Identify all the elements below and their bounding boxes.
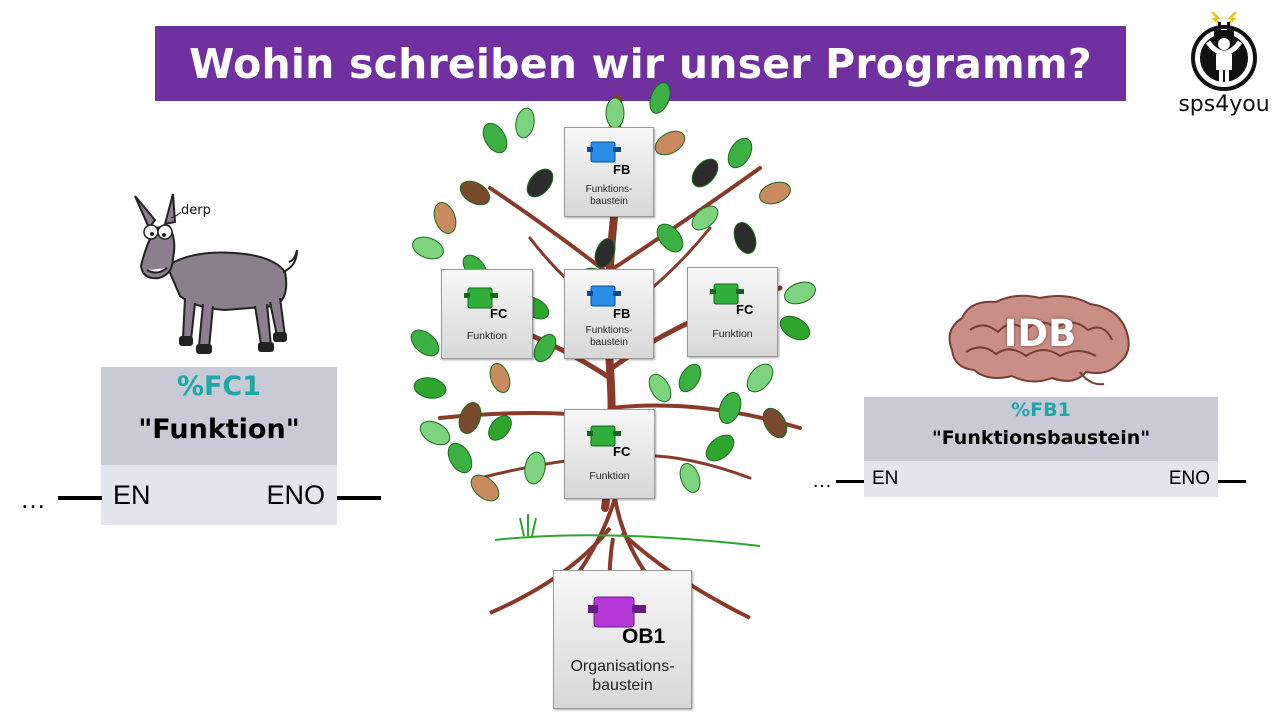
logo-text: sps4you xyxy=(1178,92,1270,117)
fc1-block-name: "Funktion" xyxy=(138,414,300,445)
tree-tile-fb-top[interactable]: FB Funktions- baustein xyxy=(564,127,654,217)
tree-tile-ob1-root[interactable]: OB1 Organisations- baustein xyxy=(553,570,692,709)
fb-block-icon xyxy=(587,285,621,307)
tile-tag: FC xyxy=(490,306,508,321)
fb1-eno-wire xyxy=(1218,480,1246,483)
fc-block-icon xyxy=(464,287,498,309)
fc1-en-wire xyxy=(58,496,102,500)
lightning-icon xyxy=(1211,11,1237,25)
fc-block-icon xyxy=(710,283,744,305)
fb1-en-wire xyxy=(836,480,864,483)
tree-tile-fc-left[interactable]: FC Funktion xyxy=(441,269,533,359)
fc1-block-io: EN ENO xyxy=(101,465,337,525)
tree-tile-fb-mid[interactable]: FB Funktions- baustein xyxy=(564,269,654,359)
tile-label: Funktion xyxy=(712,328,753,340)
tree-leaves xyxy=(410,82,816,502)
tile-tag: FC xyxy=(613,444,631,459)
tile-label: Organisations- baustein xyxy=(570,658,675,694)
tile-label: Funktions- baustein xyxy=(585,184,633,207)
tree-tile-fc-bottom[interactable]: FC Funktion xyxy=(564,409,655,499)
fb-block-icon xyxy=(587,141,621,163)
fc-block-icon xyxy=(587,425,621,447)
fc1-ellipsis: … xyxy=(20,484,46,514)
fb1-en-pin[interactable]: EN xyxy=(872,468,899,489)
fc1-en-pin[interactable]: EN xyxy=(113,479,151,510)
fc1-block-header: %FC1 "Funktion" xyxy=(101,367,337,465)
page-title: Wohin schreiben wir unser Programm? xyxy=(189,39,1092,88)
title-banner: Wohin schreiben wir unser Programm? xyxy=(155,26,1126,101)
tile-label: Funktion xyxy=(466,330,508,342)
brain-icon xyxy=(948,294,1130,386)
fc1-block-id: %FC1 xyxy=(176,371,262,402)
fb1-eno-pin[interactable]: ENO xyxy=(1168,468,1210,489)
ob-block-icon xyxy=(588,596,646,628)
tile-label: Funktion xyxy=(589,470,630,482)
fb1-block-name: "Funktionsbaustein" xyxy=(931,427,1151,449)
fc1-block: %FC1 "Funktion" EN ENO xyxy=(101,367,337,525)
fc1-eno-pin[interactable]: ENO xyxy=(266,479,325,510)
tile-tag: OB1 xyxy=(622,625,666,648)
tree-tile-fc-right[interactable]: FC Funktion xyxy=(687,267,778,357)
fb1-ellipsis: … xyxy=(812,470,832,492)
fb1-block-header: %FB1 "Funktionsbaustein" xyxy=(864,397,1218,461)
fb1-block-io: EN ENO xyxy=(864,461,1218,497)
sps4you-logo-icon xyxy=(1191,11,1257,91)
fb1-block: %FB1 "Funktionsbaustein" EN ENO xyxy=(864,397,1218,497)
tile-tag: FB xyxy=(613,162,631,177)
tile-tag: FB xyxy=(613,306,631,321)
idb-label: IDB xyxy=(1003,312,1077,355)
tile-tag: FC xyxy=(736,302,754,317)
donkey-speech: derp xyxy=(181,203,211,218)
fc1-eno-wire xyxy=(337,496,381,500)
fb1-block-id: %FB1 xyxy=(1011,399,1071,421)
donkey-icon: derp xyxy=(134,193,298,354)
tile-label: Funktions- baustein xyxy=(585,325,633,348)
